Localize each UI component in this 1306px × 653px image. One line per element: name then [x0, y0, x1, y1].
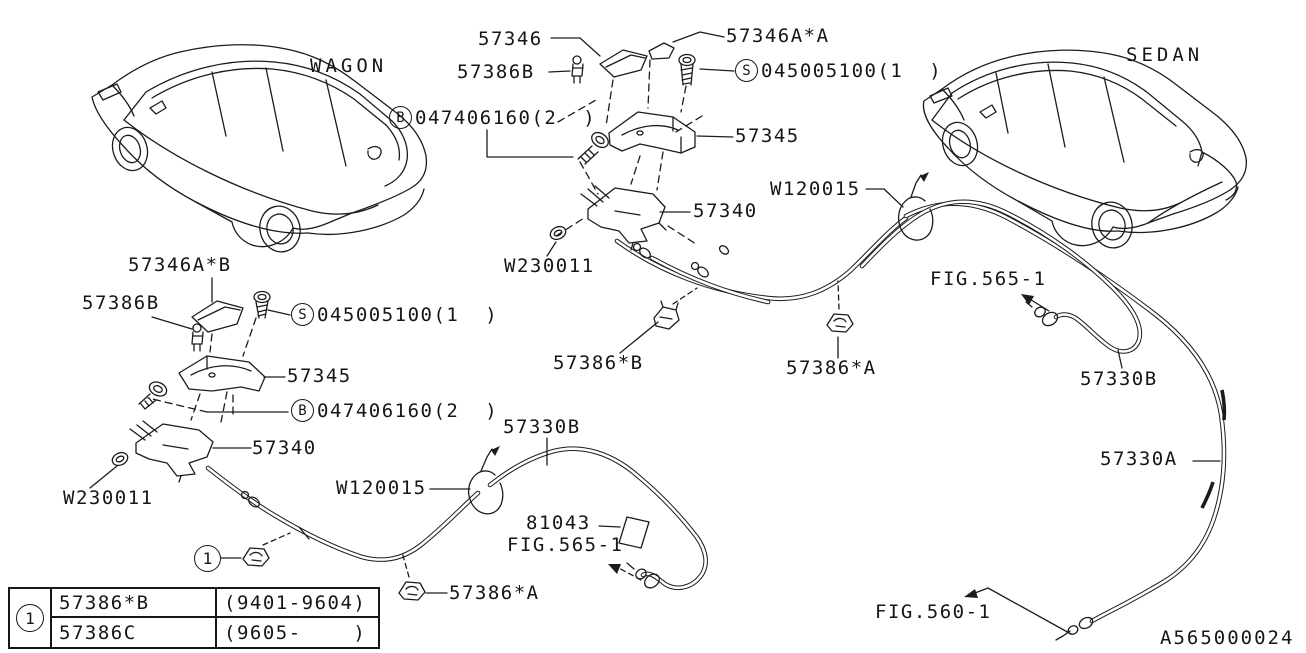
- part-label-57330a: 57330A: [1100, 448, 1178, 470]
- cable-57330a: [903, 201, 1227, 624]
- bracket-57340: [587, 187, 666, 244]
- leader-lines: [89, 31, 1221, 594]
- circle-s-icon: S: [291, 303, 314, 326]
- applicability-table: 1 57386*B (9401-9604) 57386C (9605- ): [8, 587, 380, 649]
- table-ref-cell: 1: [10, 589, 52, 647]
- part-label-57346a-a: 57346A*A: [726, 25, 830, 47]
- table-part-number: 57386*B: [52, 589, 217, 618]
- part-label-w230011-top: W230011: [504, 255, 595, 277]
- part-label-57386-a-right: 57386*A: [786, 357, 877, 379]
- diagram-id: A565000024: [1160, 627, 1295, 649]
- clamp-w120015-sedan: [897, 172, 934, 241]
- circle-b-icon: B: [291, 399, 314, 422]
- circled-1-callout: 1: [194, 545, 221, 572]
- table-part-number: 57386C: [52, 618, 217, 647]
- clamp-w120015-center: [467, 446, 504, 515]
- part-label-57386-b: 57386*B: [553, 352, 644, 374]
- wagon-release-assembly: [111, 290, 271, 483]
- bracket-57340-left: [135, 423, 214, 477]
- lid-57346ab: [191, 300, 244, 333]
- circled-1-icon: 1: [16, 604, 44, 632]
- sedan-car-drawing: [922, 49, 1248, 249]
- fig-ref-565-1-right: FIG.565-1: [930, 268, 1047, 290]
- plate-57346aa: [648, 42, 675, 60]
- part-label-57345-top: 57345: [735, 125, 800, 147]
- part-label-57346: 57346: [478, 28, 543, 50]
- part-label-w120015-wagon: W120015: [336, 477, 427, 499]
- table-date-range: (9605- ): [224, 621, 367, 644]
- part-label-57345-left: 57345: [287, 365, 352, 387]
- wagon-car-drawing: [91, 44, 428, 253]
- bracket-57345: [608, 111, 696, 154]
- part-label-57330b-sedan: 57330B: [1080, 368, 1158, 390]
- wagon-label: WAGON: [310, 55, 388, 77]
- clip-57386a-bottom: [398, 581, 426, 601]
- part-label-w120015-sedan: W120015: [770, 178, 861, 200]
- part-label-57330b-wagon: 57330B: [503, 416, 581, 438]
- part-label-57386b-top: 57386B: [457, 61, 535, 83]
- sedan-release-assembly: [549, 42, 703, 251]
- figure-arrows: [608, 294, 1072, 635]
- part-label-w230011-left: W230011: [63, 487, 154, 509]
- part-label-57340-top: 57340: [693, 200, 758, 222]
- part-label-81043: 81043: [526, 512, 591, 534]
- clip-ref1: [242, 547, 270, 567]
- table-date-range: (9401-9604): [217, 589, 378, 618]
- part-label-57346a-b: 57346A*B: [128, 254, 232, 276]
- part-label-57340-left: 57340: [252, 437, 317, 459]
- fig-ref-565-1-center: FIG.565-1: [507, 534, 624, 556]
- fig-ref-560-1: FIG.560-1: [875, 601, 992, 623]
- part-label-57386b-left: 57386B: [82, 292, 160, 314]
- lid-57346: [599, 49, 648, 78]
- wagon-cable-57330b: [205, 446, 708, 591]
- clip-57386a-right: [826, 313, 854, 333]
- sedan-cables: [614, 199, 1227, 641]
- sedan-label: SEDAN: [1126, 44, 1204, 66]
- circle-s-icon: S: [735, 59, 758, 82]
- part-label-57386-a-bottom: 57386*A: [449, 582, 540, 604]
- circle-b-icon: B: [389, 106, 412, 129]
- clips: [242, 280, 854, 601]
- bracket-57345-left: [178, 355, 266, 392]
